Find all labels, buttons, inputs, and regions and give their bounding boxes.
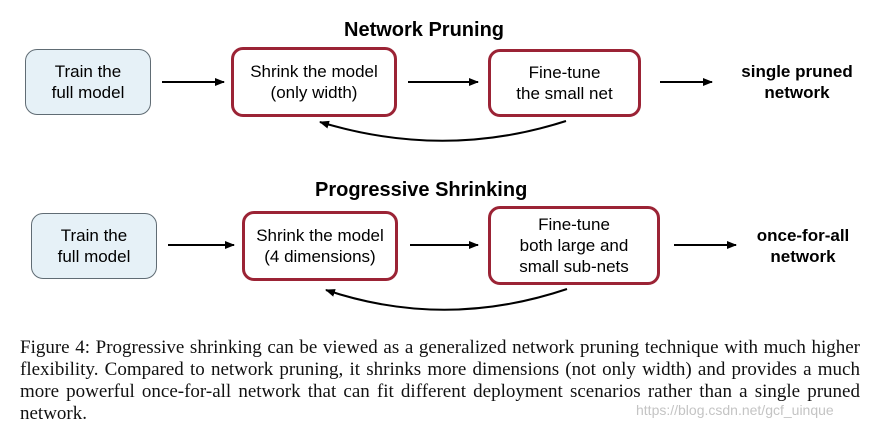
ps-result-label: once-for-all network — [756, 226, 850, 266]
np-shrink-model-box: Shrink the model (only width) — [231, 47, 397, 117]
np-train-full-model-box: Train the full model — [25, 49, 151, 115]
np-loop-arrow — [319, 120, 567, 142]
watermark-url: https://blog.csdn.net/gcf_uinque — [636, 402, 834, 418]
progressive-shrinking-title: Progressive Shrinking — [315, 179, 528, 201]
ps-loop-arrow — [325, 288, 568, 311]
figure-caption: Figure 4: Progressive shrinking can be v… — [20, 337, 860, 424]
ps-train-full-model-box: Train the full model — [31, 213, 157, 279]
np-fine-tune-box: Fine-tune the small net — [488, 49, 641, 117]
ps-fine-tune-box: Fine-tune both large and small sub-nets — [488, 206, 660, 285]
np-result-label: single pruned network — [741, 62, 853, 102]
ps-shrink-model-box: Shrink the model (4 dimensions) — [242, 211, 398, 281]
network-pruning-title: Network Pruning — [344, 19, 505, 41]
